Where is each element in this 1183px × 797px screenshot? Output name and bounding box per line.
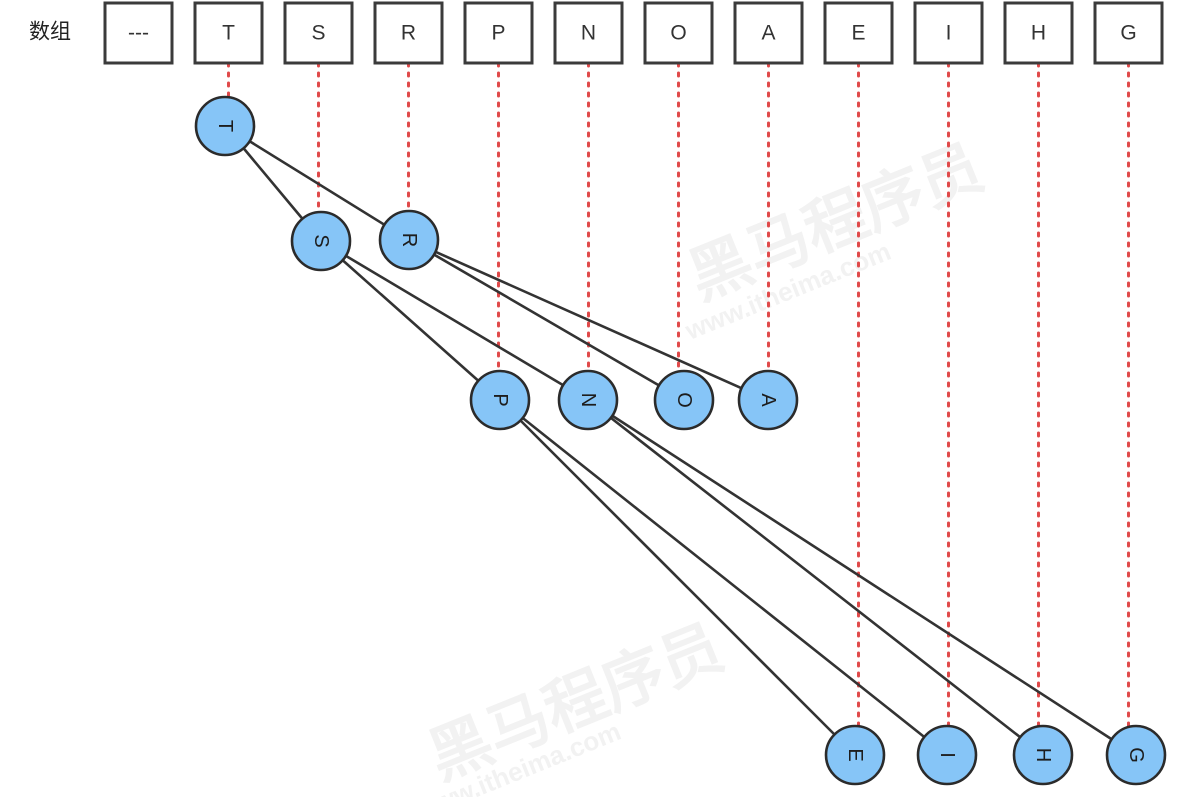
edge-T-S	[242, 146, 304, 221]
node-circle	[469, 369, 531, 431]
graph-node-G[interactable]: G	[1105, 724, 1167, 786]
edge-S-N	[344, 254, 565, 387]
array-cell-6[interactable]: O	[643, 1, 714, 65]
array-cell-box	[103, 1, 174, 65]
array-cell-box	[1003, 1, 1074, 65]
node-label: P	[489, 393, 511, 406]
array-cell-box	[553, 1, 624, 65]
node-circle	[194, 95, 256, 157]
graph-node-T[interactable]: T	[194, 95, 256, 157]
node-label: R	[398, 233, 420, 247]
array-cell-value: O	[670, 22, 686, 45]
edge-R-O	[432, 253, 661, 387]
array-cell-layer: --- T S R P N O A E I H G	[103, 1, 1164, 65]
edge-S-P	[341, 258, 480, 383]
edge-N-G	[611, 414, 1113, 741]
node-label: S	[310, 234, 332, 247]
array-cell-4[interactable]: P	[463, 1, 534, 65]
array-cell-box	[823, 1, 894, 65]
node-circle	[378, 209, 440, 271]
graph-node-A[interactable]: A	[737, 369, 799, 431]
watermark-2: 黑马程序员	[419, 613, 732, 793]
graph-node-I[interactable]: I	[916, 724, 978, 786]
array-cell-value: E	[851, 22, 865, 45]
array-cell-2[interactable]: S	[283, 1, 354, 65]
node-circle	[557, 369, 619, 431]
edge-R-A	[434, 250, 743, 390]
array-cell-box	[643, 1, 714, 65]
array-to-node-link-layer	[227, 61, 1130, 728]
graph-node-O[interactable]: O	[653, 369, 715, 431]
array-cell-9[interactable]: I	[913, 1, 984, 65]
node-circle	[1012, 724, 1074, 786]
array-cell-value: S	[311, 22, 325, 45]
array-cell-1[interactable]: T	[193, 1, 264, 65]
array-row-label: 数组	[29, 21, 71, 44]
array-cell-7[interactable]: A	[733, 1, 804, 65]
node-label: I	[936, 752, 958, 758]
array-cell-value: ---	[128, 22, 149, 45]
node-label: A	[757, 393, 779, 407]
array-cell-value: H	[1031, 22, 1046, 45]
tree-node-layer: T S R P N O A E I H G	[194, 95, 1167, 786]
node-circle	[653, 369, 715, 431]
array-cell-value: N	[581, 22, 596, 45]
graph-node-P[interactable]: P	[469, 369, 531, 431]
array-cell-box	[193, 1, 264, 65]
graph-node-H[interactable]: H	[1012, 724, 1074, 786]
node-label: N	[577, 393, 599, 407]
array-cell-0[interactable]: ---	[103, 1, 174, 65]
array-cell-box	[1093, 1, 1164, 65]
tree-edge-layer	[242, 139, 1113, 741]
node-circle	[1105, 724, 1167, 786]
array-cell-5[interactable]: N	[553, 1, 624, 65]
node-circle	[824, 724, 886, 786]
array-cell-3[interactable]: R	[373, 1, 444, 65]
array-cell-value: T	[222, 22, 235, 45]
graph-node-E[interactable]: E	[824, 724, 886, 786]
edge-P-E	[519, 419, 836, 736]
node-label: E	[844, 748, 866, 761]
graph-node-N[interactable]: N	[557, 369, 619, 431]
graph-node-S[interactable]: S	[290, 210, 352, 272]
array-cell-8[interactable]: E	[823, 1, 894, 65]
node-label: T	[214, 120, 236, 132]
array-cell-10[interactable]: H	[1003, 1, 1074, 65]
array-cell-box	[283, 1, 354, 65]
array-cell-value: R	[401, 22, 416, 45]
node-label: O	[673, 392, 695, 408]
array-cell-11[interactable]: G	[1093, 1, 1164, 65]
node-circle	[916, 724, 978, 786]
node-label: G	[1125, 747, 1147, 763]
node-circle	[737, 369, 799, 431]
graph-node-R[interactable]: R	[378, 209, 440, 271]
array-cell-box	[913, 1, 984, 65]
edge-T-R	[248, 139, 386, 227]
edge-N-H	[609, 416, 1022, 739]
array-cell-box	[463, 1, 534, 65]
array-cell-box	[373, 1, 444, 65]
array-cell-box	[733, 1, 804, 65]
row-label-layer: 数组	[29, 21, 71, 44]
edge-P-I	[521, 416, 926, 739]
array-cell-value: P	[491, 22, 505, 45]
array-cell-value: G	[1120, 22, 1136, 45]
array-cell-value: A	[761, 22, 775, 45]
node-label: H	[1032, 748, 1054, 762]
array-cell-value: I	[946, 22, 952, 45]
node-circle	[290, 210, 352, 272]
